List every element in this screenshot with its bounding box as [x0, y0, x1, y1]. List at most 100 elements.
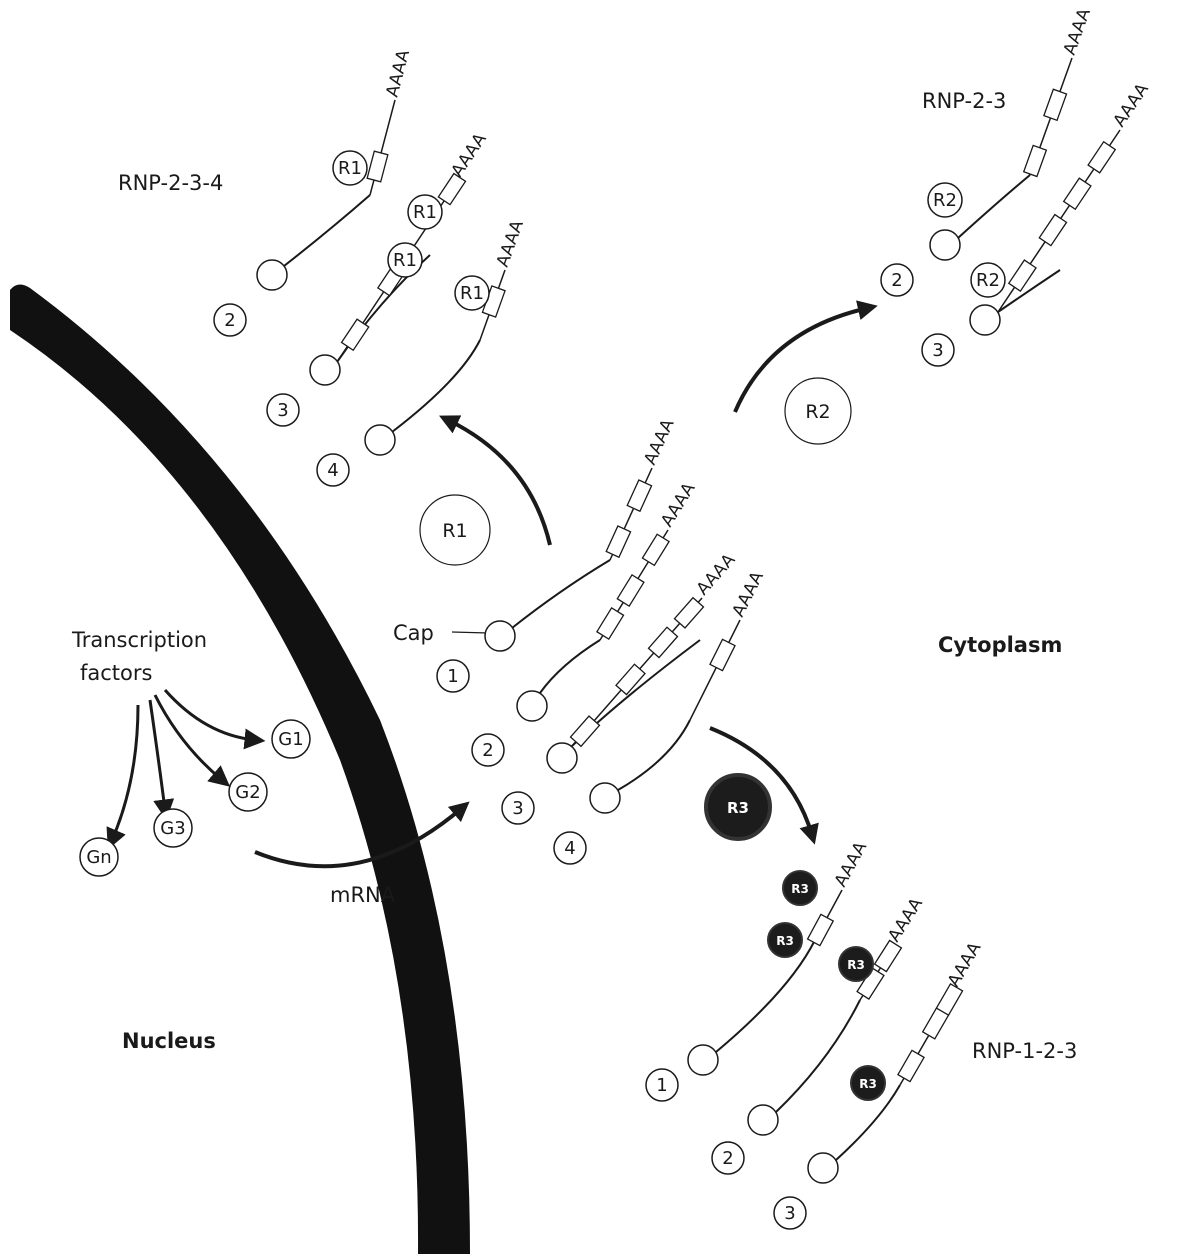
cytoplasm-label: Cytoplasm [938, 633, 1062, 657]
cap-label: Cap [393, 621, 434, 645]
cap-circle [970, 305, 1000, 335]
utr-element [710, 639, 735, 670]
svg-text:G3: G3 [160, 818, 185, 839]
svg-text:R1: R1 [393, 250, 417, 271]
svg-text:R3: R3 [859, 1077, 877, 1091]
mrna-number-3: 3 [267, 394, 299, 426]
mrna-rnp123-3: AAAA R3 [808, 939, 986, 1183]
mrna-export-arrow [255, 808, 462, 866]
utr-element [1024, 145, 1047, 176]
svg-text:1: 1 [656, 1075, 667, 1096]
utr-element [606, 526, 630, 557]
protein-r1: R1 [420, 495, 490, 565]
utr-element [597, 608, 624, 639]
poly-a-tail: AAAA [1110, 80, 1154, 131]
svg-text:R2: R2 [976, 270, 1000, 291]
r1-bound: R1 [333, 151, 367, 185]
svg-text:2: 2 [482, 740, 493, 761]
complex-label-rnp-123: RNP-1-2-3 [972, 1039, 1077, 1063]
utr-element [1088, 142, 1115, 173]
cap-circle [257, 260, 287, 290]
poly-a-tail: AAAA [382, 47, 414, 99]
transcription-factors-label-line2: factors [80, 661, 152, 685]
mrna-number-2: 2 [214, 304, 246, 336]
poly-a-tail: AAAA [1060, 5, 1095, 57]
poly-a-tail: AAAA [944, 939, 986, 991]
gene-g3: G3 [154, 809, 192, 847]
gene-g1: G1 [272, 720, 310, 758]
nucleus-label: Nucleus [122, 1029, 216, 1053]
svg-text:2: 2 [722, 1148, 733, 1169]
mrna-number-4: 4 [554, 832, 586, 864]
svg-text:R1: R1 [460, 283, 484, 304]
cap-circle [485, 621, 515, 651]
svg-text:R3: R3 [776, 934, 794, 948]
mrna-number-4: 4 [317, 454, 349, 486]
cap-circle [748, 1105, 778, 1135]
svg-text:1: 1 [447, 666, 458, 687]
utr-element [1044, 89, 1067, 120]
mrna-center-2: AAAA [517, 479, 700, 721]
mrna-number-1: 1 [646, 1069, 678, 1101]
poly-a-tail: AAAA [729, 568, 768, 620]
poly-a-tail: AAAA [693, 550, 740, 599]
poly-a-tail: AAAA [884, 894, 927, 945]
svg-text:R3: R3 [727, 799, 749, 817]
svg-text:G2: G2 [235, 782, 260, 803]
svg-text:R3: R3 [847, 958, 865, 972]
utr-element [642, 534, 669, 565]
cap-circle [808, 1153, 838, 1183]
utr-element [1039, 215, 1066, 246]
svg-text:3: 3 [512, 798, 523, 819]
r3-bound: R3 [851, 1066, 885, 1100]
r2-bound: R2 [971, 263, 1005, 297]
utr-element [808, 914, 834, 945]
svg-text:4: 4 [327, 460, 338, 481]
transcription-factors-label: Transcription [71, 628, 207, 652]
cap-circle [688, 1045, 718, 1075]
cap-circle [310, 355, 340, 385]
svg-text:G1: G1 [278, 729, 303, 750]
mrna-number-3: 3 [502, 792, 534, 824]
gene-gn: Gn [80, 838, 118, 876]
poly-a-tail: AAAA [640, 416, 678, 468]
mrna-number-2: 2 [881, 264, 913, 296]
r3-bound: R3 [839, 947, 873, 981]
mrna-number-2: 2 [472, 734, 504, 766]
svg-text:3: 3 [932, 340, 943, 361]
cap-circle [365, 425, 395, 455]
svg-text:3: 3 [277, 400, 288, 421]
r1-bound: R1 [408, 195, 442, 229]
r1-bound: R1 [388, 243, 422, 277]
r1-bound: R1 [455, 276, 489, 310]
svg-text:R2: R2 [933, 190, 957, 211]
svg-text:3: 3 [784, 1203, 795, 1224]
mrna-number-3: 3 [922, 334, 954, 366]
svg-text:R3: R3 [791, 882, 809, 896]
nuclear-membrane [10, 284, 470, 1254]
cap-pointer [452, 632, 488, 633]
r3-bound: R3 [783, 871, 817, 905]
complex-label-rnp-23: RNP-2-3 [922, 89, 1006, 113]
utr-element [898, 1050, 924, 1081]
r2-bound: R2 [928, 183, 962, 217]
utr-element [617, 575, 644, 606]
poly-a-tail: AAAA [448, 129, 491, 180]
mrna-rnp23-2: AAAA R2 [928, 5, 1095, 260]
poly-a-tail: AAAA [657, 479, 699, 531]
poly-a-tail: AAAA [493, 217, 528, 269]
protein-r3: R3 [706, 775, 770, 839]
mrna-label: mRNA [330, 883, 396, 907]
poly-a-tail: AAAA [831, 838, 872, 890]
svg-text:4: 4 [564, 838, 575, 859]
cap-circle [517, 691, 547, 721]
mrna-number-1: 1 [437, 660, 469, 692]
utr-element [1009, 260, 1036, 291]
complex-label-rnp-234: RNP-2-3-4 [118, 171, 223, 195]
cap-circle [547, 743, 577, 773]
svg-text:2: 2 [224, 310, 235, 331]
protein-r2: R2 [785, 378, 851, 444]
mrna-center-1: AAAA [485, 416, 679, 651]
utr-element [1064, 178, 1091, 209]
